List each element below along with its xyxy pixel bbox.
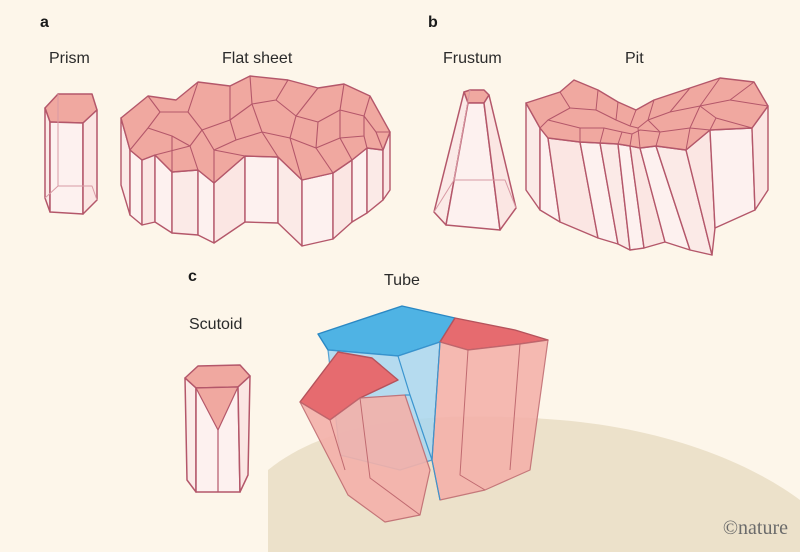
flat-sheet [120,75,391,247]
panel-b-letter: b [428,14,438,31]
tube-cells [299,305,549,523]
credit-text: nature [738,517,788,539]
scutoid-cell [184,364,251,493]
copyright-symbol: © [722,517,739,539]
nature-credit: ©nature [723,517,788,540]
panel-c-letter: c [188,268,197,285]
tube-label: Tube [384,272,420,289]
pit-sheet [525,77,769,256]
flat-sheet-label: Flat sheet [222,50,293,67]
frustum-label: Frustum [443,50,502,67]
prism-cell [44,93,98,215]
scutoid-label: Scutoid [189,316,243,333]
prism-label: Prism [49,50,90,67]
frustum-cell [433,89,517,231]
panel-a-letter: a [40,14,49,31]
pit-label: Pit [625,50,644,67]
